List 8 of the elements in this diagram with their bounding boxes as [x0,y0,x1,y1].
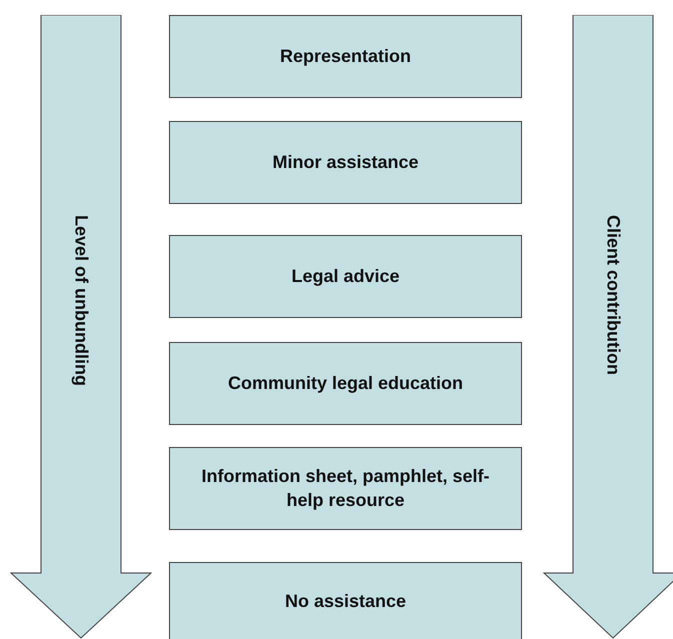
level-box: Representation [169,15,522,98]
arrow-label: Level of unbundling [70,215,92,386]
level-box: Community legal education [169,342,522,425]
level-box: Minor assistance [169,121,522,204]
level-box: Information sheet, pamphlet, self-help resource [169,447,522,530]
arrow-label: Client contribution [602,215,624,375]
level-box: No assistance [169,562,522,639]
level-box: Legal advice [169,235,522,318]
